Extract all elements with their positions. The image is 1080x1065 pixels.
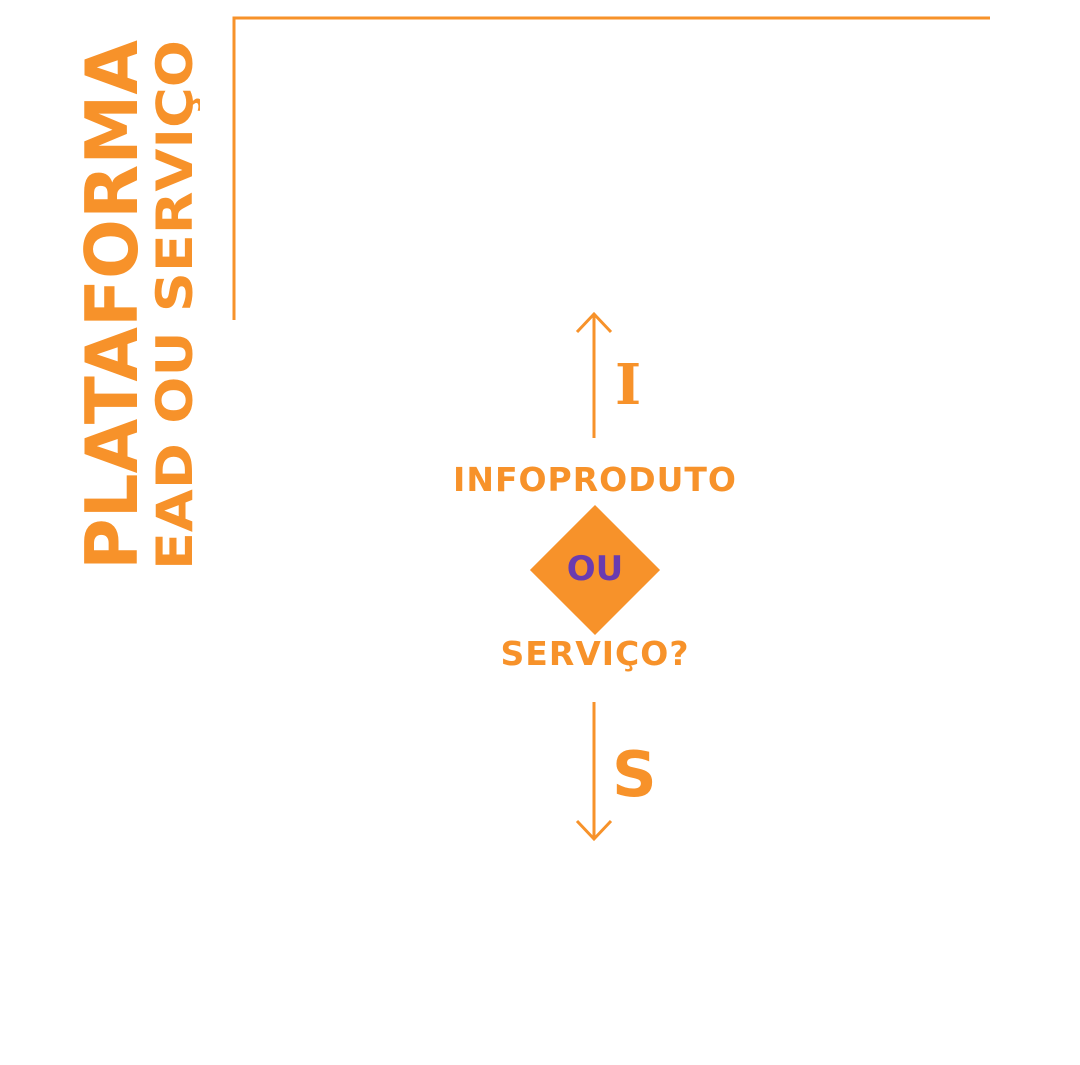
infoproduto-label: INFOPRODUTO: [453, 460, 737, 499]
arrow-down-icon: [575, 702, 613, 842]
title-line1: PLATAFORMA: [75, 40, 154, 570]
arrows: [575, 311, 613, 842]
servico-label: SERVIÇO?: [500, 634, 690, 673]
letter-i: I: [615, 352, 642, 418]
ou-label: OU: [566, 549, 624, 589]
frame-corner-line: [232, 16, 990, 320]
title-line2: EAD OU SERVIÇO: [146, 40, 200, 570]
vertical-title: PLATAFORMA EAD OU SERVIÇO: [75, 35, 200, 575]
choice-diagram: I INFOPRODUTO OU SERVIÇO? S: [440, 300, 750, 860]
vertical-title-svg: PLATAFORMA EAD OU SERVIÇO: [75, 40, 200, 570]
letter-s: S: [612, 738, 657, 811]
arrow-up-icon: [575, 311, 613, 438]
